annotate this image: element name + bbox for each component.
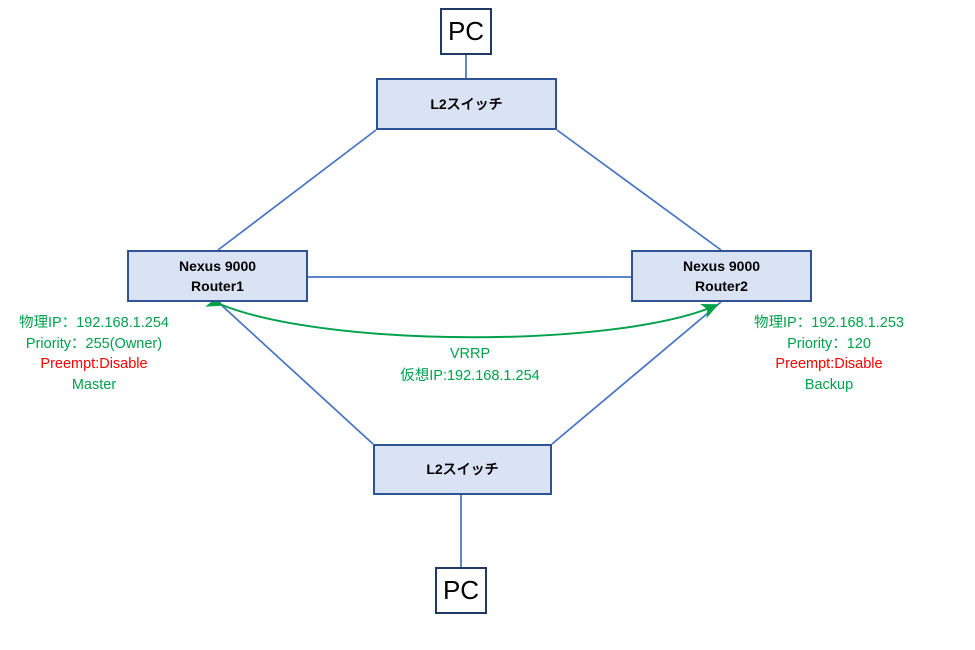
vrrp-virtual-ip: 仮想IP:192.168.1.254 bbox=[400, 367, 540, 384]
node-router1-name: Router1 bbox=[191, 278, 244, 294]
router2-role: Backup bbox=[804, 376, 854, 393]
link-switch-top-to-router1 bbox=[217, 129, 377, 251]
vrrp-protocol-label: VRRP bbox=[449, 346, 491, 362]
annotation-vrrp: VRRP 仮想IP:192.168.1.254 bbox=[370, 344, 570, 388]
annotation-router2: 物理IP：192.168.1.253 Priority：120 Preempt:… bbox=[729, 313, 929, 395]
router1-role: Master bbox=[71, 376, 117, 393]
router1-priority: Priority：255(Owner) bbox=[25, 335, 163, 352]
node-pc-bottom[interactable]: PC bbox=[435, 567, 487, 614]
router2-preempt: Preempt:Disable bbox=[775, 356, 883, 373]
router2-priority: Priority：120 bbox=[787, 335, 871, 352]
node-router2-model: Nexus 9000 bbox=[682, 257, 761, 274]
router1-physical-ip: 物理IP：192.168.1.254 bbox=[19, 315, 169, 331]
node-switch-bottom[interactable]: L2スイッチ bbox=[373, 444, 552, 495]
node-switch-top[interactable]: L2スイッチ bbox=[376, 78, 557, 130]
node-router2[interactable]: Nexus 9000 Router2 bbox=[631, 250, 812, 302]
node-router1[interactable]: Nexus 9000 Router1 bbox=[127, 250, 308, 302]
node-router2-name: Router2 bbox=[695, 278, 748, 294]
annotation-router1: 物理IP：192.168.1.254 Priority：255(Owner) P… bbox=[0, 313, 188, 395]
node-pc-bottom-label: PC bbox=[442, 575, 480, 605]
node-router1-model: Nexus 9000 bbox=[178, 257, 257, 274]
node-switch-bottom-label: L2スイッチ bbox=[426, 461, 499, 478]
node-pc-top[interactable]: PC bbox=[440, 8, 492, 55]
link-switch-top-to-router2 bbox=[556, 129, 722, 251]
link-router1-to-switch-bottom bbox=[217, 301, 374, 445]
vrrp-arrow-curve bbox=[205, 292, 719, 339]
router1-preempt: Preempt:Disable bbox=[40, 356, 148, 373]
link-router2-to-switch-bottom bbox=[551, 301, 722, 445]
node-pc-top-label: PC bbox=[447, 16, 485, 46]
router2-physical-ip: 物理IP：192.168.1.253 bbox=[754, 315, 904, 331]
node-switch-top-label: L2スイッチ bbox=[430, 95, 503, 112]
